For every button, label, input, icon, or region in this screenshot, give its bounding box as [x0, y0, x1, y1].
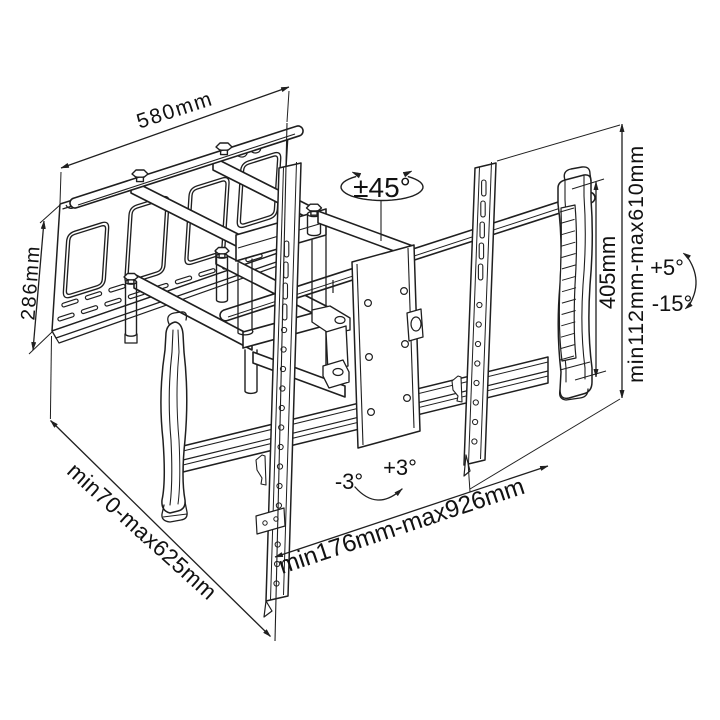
svg-text:286mm: 286mm [17, 244, 44, 321]
svg-text:405mm: 405mm [595, 236, 620, 309]
svg-text:min112mm-max610mm: min112mm-max610mm [624, 145, 648, 383]
svg-text:-15°: -15° [652, 291, 693, 316]
svg-text:+5°: +5° [650, 255, 684, 280]
svg-text:±45°: ±45° [353, 172, 411, 203]
svg-text:+3°: +3° [383, 455, 417, 480]
